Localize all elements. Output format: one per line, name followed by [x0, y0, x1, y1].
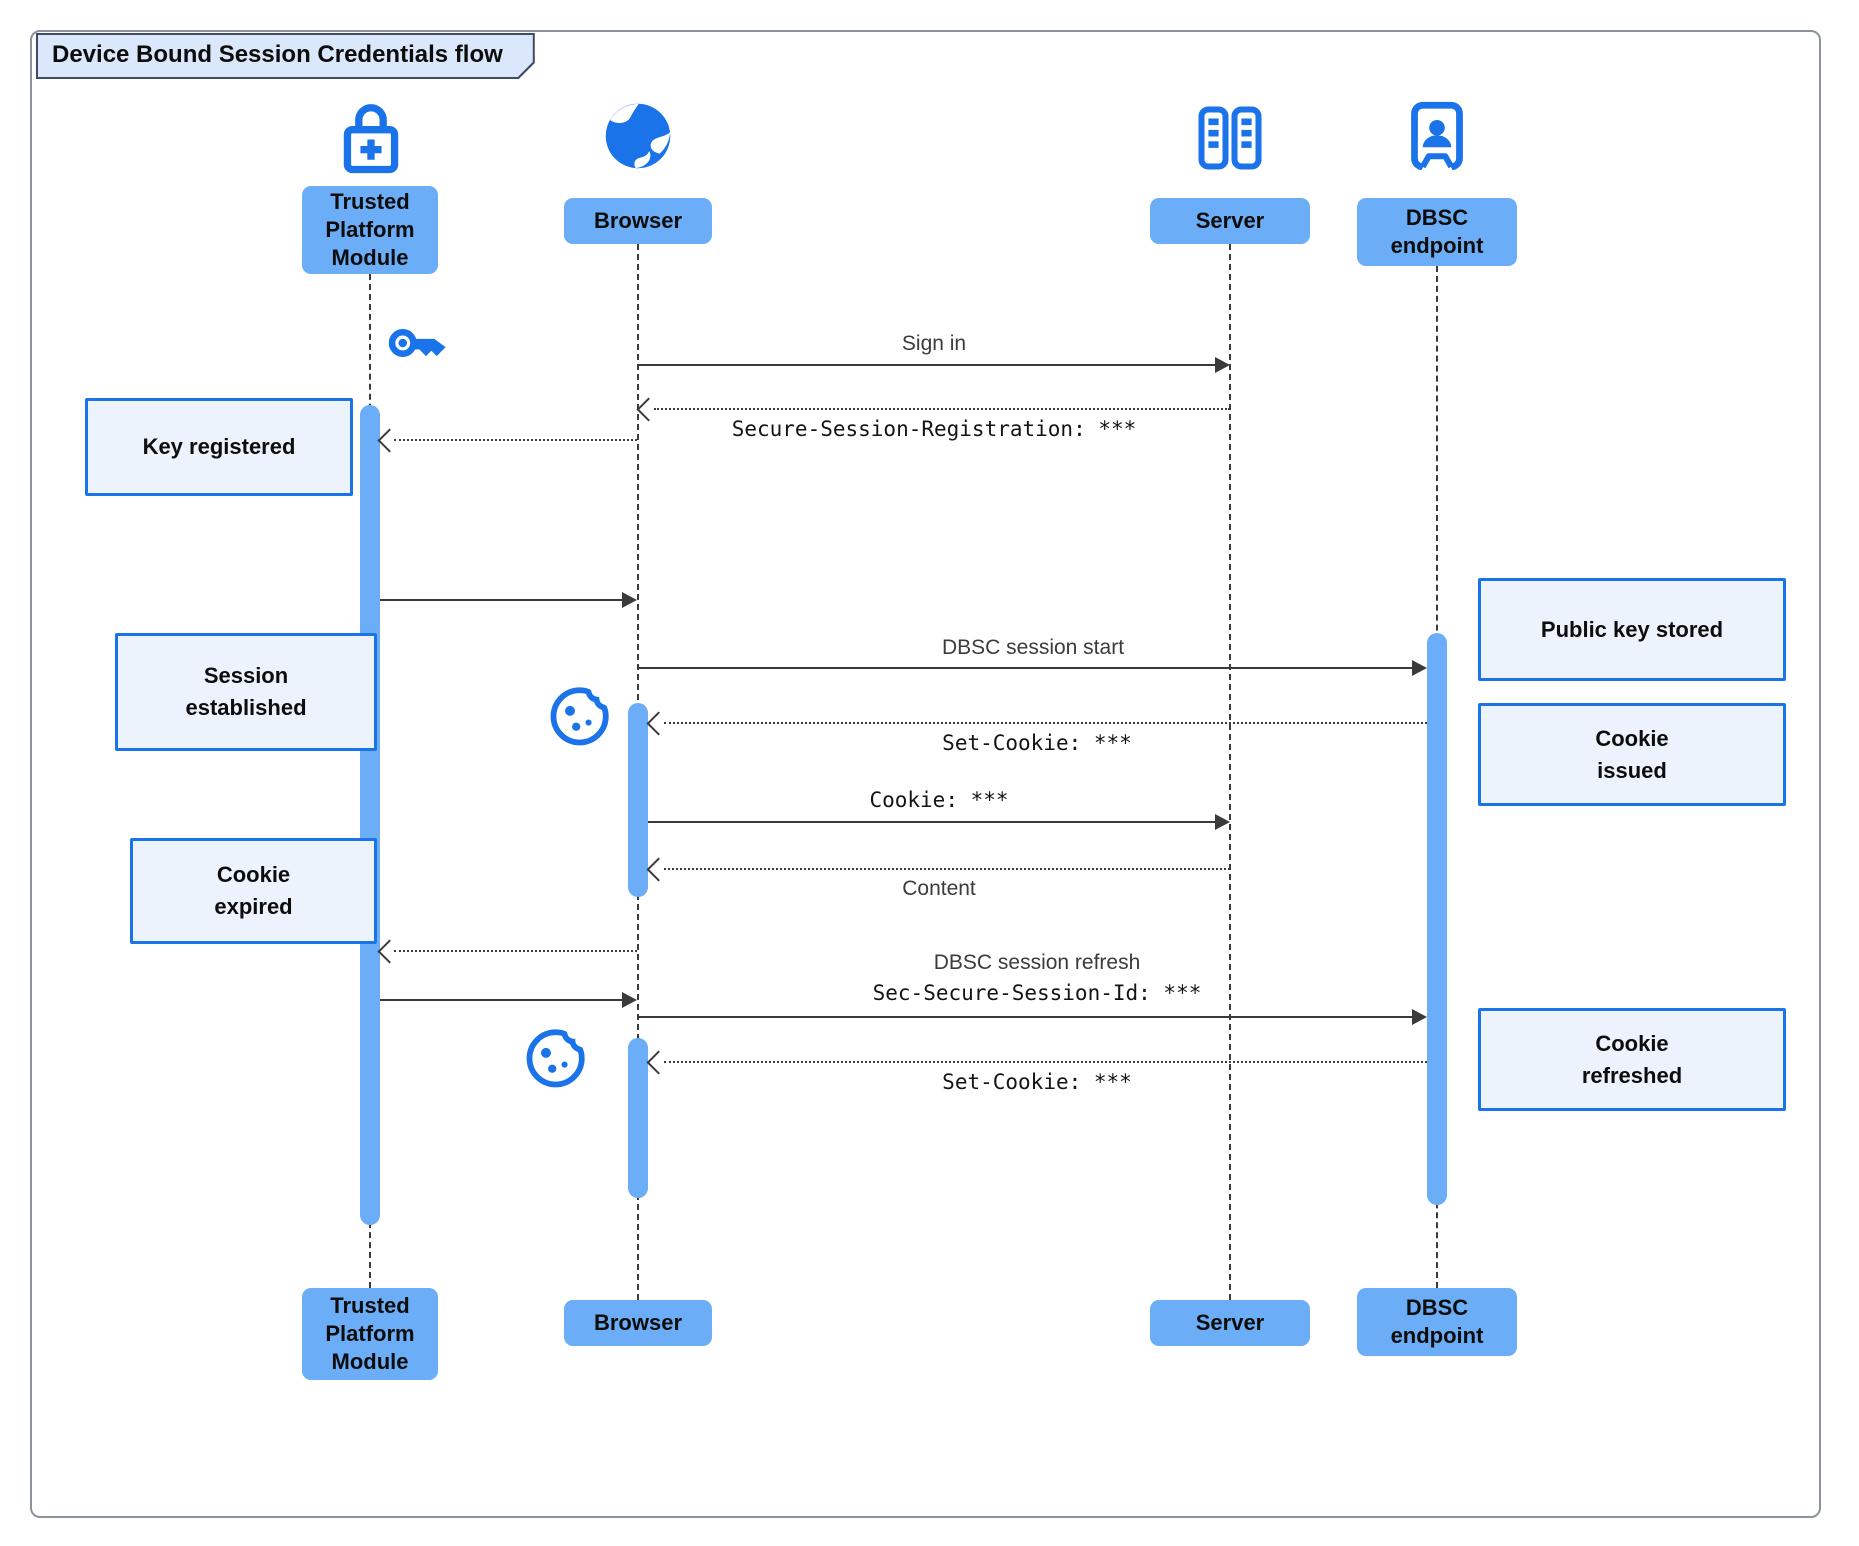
message-line-set-cookie-2 [664, 1061, 1427, 1063]
arrowhead-icon [1412, 660, 1427, 676]
arrowhead-icon [1215, 357, 1230, 373]
server-rack-icon [1194, 102, 1266, 174]
actor-label-tpm-top: Trusted Platform Module [302, 186, 438, 274]
actor-label-browser-top: Browser [564, 198, 712, 244]
actor-label-line: endpoint [1390, 233, 1484, 258]
message-line-cookie [648, 821, 1217, 823]
message-label-session-refresh-header: Sec-Secure-Session-Id: *** [872, 981, 1202, 1005]
note-line: refreshed [1581, 1062, 1683, 1088]
message-label-session-start: DBSC session start [941, 636, 1125, 659]
arrowhead-icon [1215, 814, 1230, 830]
cookie-icon [548, 682, 614, 748]
cookie-icon [524, 1024, 590, 1090]
actor-label-tpm-bottom: Trusted Platform Module [302, 1288, 438, 1380]
actor-label-line: Module [331, 1348, 409, 1374]
note-session-established: Session established [115, 633, 377, 751]
message-line-set-cookie-1 [664, 722, 1427, 724]
note-line: Key registered [142, 434, 296, 460]
note-line: issued [1597, 757, 1667, 783]
message-line-refresh-key [394, 950, 637, 952]
actor-label-line: Platform [325, 217, 415, 243]
lock-plus-icon [335, 98, 407, 176]
actor-label-line: Browser [593, 1310, 683, 1336]
actor-label-dbsc-top: DBSC endpoint [1357, 198, 1517, 266]
message-label-content: Content [902, 877, 976, 900]
message-label-sign-in: Sign in [901, 332, 967, 355]
activation-bar-tpm [360, 405, 380, 1225]
message-line-key-ready [380, 599, 624, 601]
message-label-cookie: Cookie: *** [869, 788, 1009, 812]
lifeline-server [1229, 244, 1231, 1300]
actor-label-line: Server [1195, 1310, 1265, 1336]
note-public-key-stored: Public key stored [1478, 578, 1786, 681]
message-line-sign-in [638, 364, 1217, 366]
diagram-title: Device Bound Session Credentials flow [38, 35, 533, 77]
arrowhead-icon [1412, 1009, 1427, 1025]
arrowhead-icon [622, 992, 637, 1008]
arrowhead-icon [622, 592, 637, 608]
actor-label-line: DBSC [1405, 1295, 1469, 1321]
actor-label-line: Trusted [330, 189, 410, 215]
message-label-set-cookie-1: Set-Cookie: *** [942, 731, 1132, 755]
activation-bar-dbsc [1427, 633, 1447, 1205]
message-label-set-cookie-2: Set-Cookie: *** [942, 1070, 1132, 1094]
actor-label-line: Module [331, 244, 409, 270]
activation-bar-browser-1 [628, 703, 648, 897]
actor-label-line: DBSC [1405, 205, 1469, 231]
message-line-key-proof [380, 999, 624, 1001]
actor-label-server-top: Server [1150, 198, 1310, 244]
message-label-registration: Secure-Session-Registration: *** [731, 417, 1137, 441]
actor-label-dbsc-bottom: DBSC endpoint [1357, 1288, 1517, 1356]
note-line: Cookie [1595, 725, 1669, 751]
actor-label-server-bottom: Server [1150, 1300, 1310, 1346]
actor-label-line: Browser [593, 208, 683, 234]
actor-label-line: Platform [325, 1321, 415, 1347]
note-line: expired [214, 894, 293, 919]
note-cookie-refreshed: Cookie refreshed [1478, 1008, 1786, 1111]
actor-label-line: endpoint [1390, 1323, 1484, 1348]
note-cookie-expired: Cookie expired [130, 838, 377, 944]
note-line: established [185, 695, 307, 720]
note-line: Cookie [1595, 1030, 1669, 1056]
key-icon [386, 318, 460, 368]
message-line-registration [654, 408, 1230, 410]
globe-icon [602, 100, 674, 172]
message-line-content [664, 868, 1230, 870]
message-line-session-refresh [638, 1016, 1414, 1018]
actor-label-line: Server [1195, 208, 1265, 234]
note-line: Cookie [216, 862, 291, 888]
note-cookie-issued: Cookie issued [1478, 703, 1786, 806]
message-label-session-refresh: DBSC session refresh [933, 951, 1141, 974]
activation-bar-browser-2 [628, 1038, 648, 1198]
note-line: Public key stored [1540, 616, 1724, 642]
actor-label-line: Trusted [330, 1293, 410, 1319]
note-key-registered: Key registered [85, 398, 353, 496]
message-line-session-start [638, 667, 1414, 669]
diagram-title-tab: Device Bound Session Credentials flow [36, 33, 535, 79]
message-line-register-key [394, 439, 637, 441]
note-line: Session [203, 663, 289, 689]
actor-label-browser-bottom: Browser [564, 1300, 712, 1346]
door-person-icon [1401, 100, 1473, 172]
